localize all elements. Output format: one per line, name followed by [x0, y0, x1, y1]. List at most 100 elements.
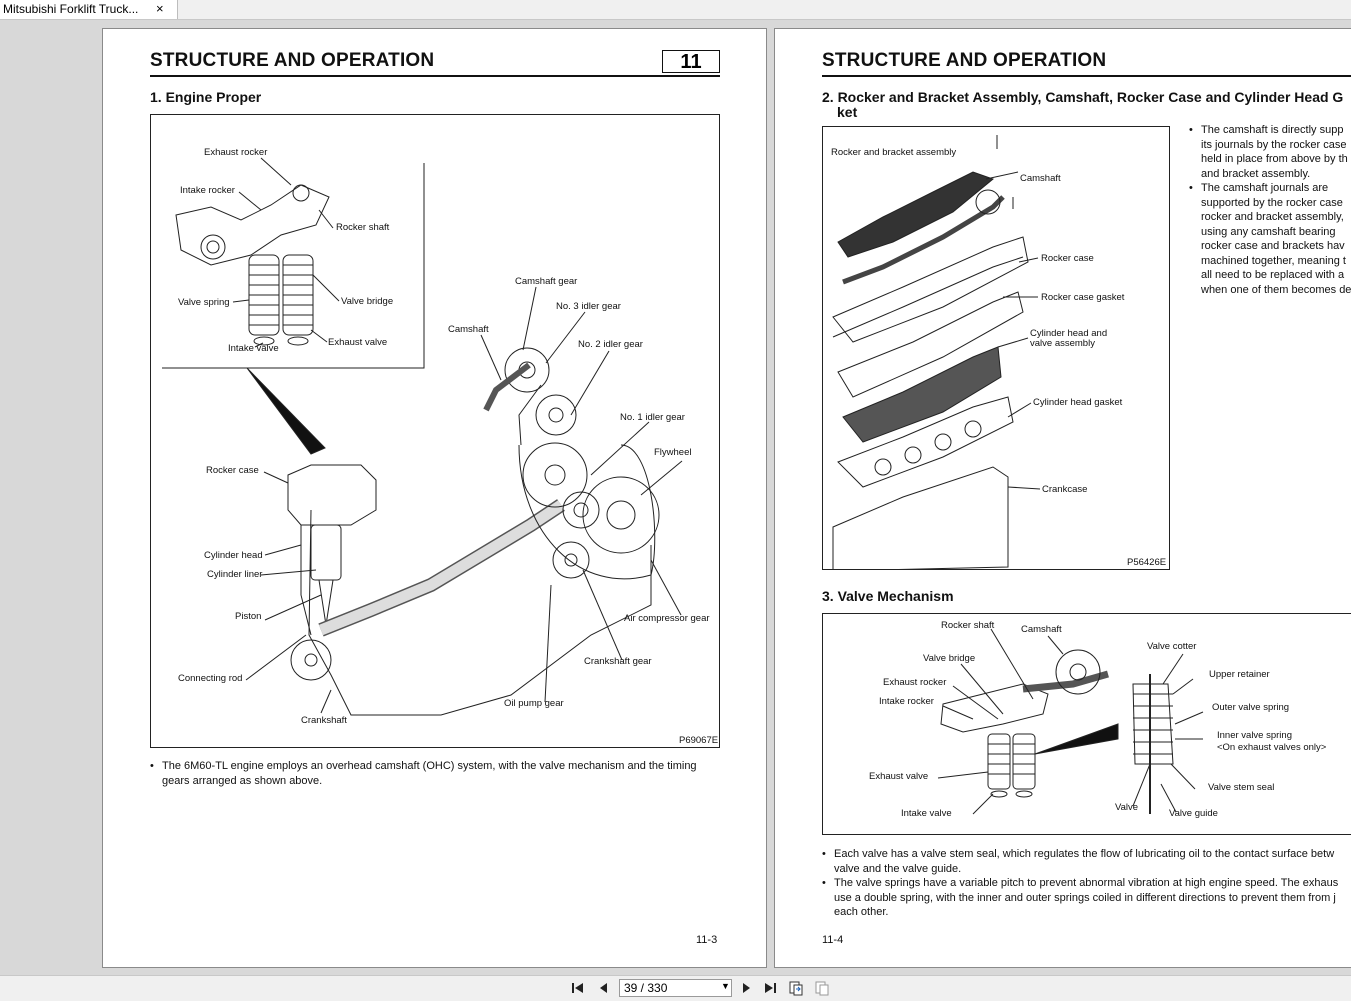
side-description: The camshaft is directly supp its journa…	[1189, 123, 1351, 297]
page-indicator: 39 / 330	[624, 981, 668, 995]
label-connecting-rod: Connecting rod	[178, 673, 243, 684]
label-rocker-case: Rocker case	[1041, 253, 1094, 264]
text-line: its journals by the rocker case	[1201, 138, 1347, 151]
label-camshaft: Camshaft	[448, 324, 489, 335]
label-valve: Valve	[1115, 802, 1139, 813]
figure-code: P69067E	[679, 735, 719, 746]
text-line: held in place from above by th	[1201, 153, 1348, 165]
label-piston: Piston	[235, 611, 262, 622]
label-intake-valve: Intake valve	[901, 808, 952, 819]
label-cylinder-liner: Cylinder liner	[207, 569, 263, 580]
previous-page-icon[interactable]	[596, 980, 612, 996]
label-oil-pump-gear: Oil pump gear	[504, 698, 564, 709]
description-text: The 6M60-TL engine employs an overhead c…	[150, 759, 720, 788]
label-crankcase: Crankcase	[1042, 484, 1088, 495]
section-heading-2: 2. Rocker and Bracket Assembly, Camshaft…	[822, 89, 1344, 105]
label-cylinder-head-valve-2: valve assembly	[1030, 338, 1095, 349]
page-title: STRUCTURE AND OPERATION	[822, 50, 1107, 71]
label-no1-idler-gear: No. 1 idler gear	[620, 412, 685, 423]
page-number: 11-3	[696, 934, 718, 946]
page-11-4: STRUCTURE AND OPERATION 2. Rocker and Br…	[774, 28, 1351, 968]
valve-bullet-1: Each valve has a valve stem seal, which …	[822, 847, 1351, 876]
label-camshaft: Camshaft	[1020, 173, 1061, 184]
label-no2-idler-gear: No. 2 idler gear	[578, 339, 643, 350]
text-line: use a double spring, with the inner and …	[834, 891, 1336, 904]
text-line: rocker case and brackets hav	[1201, 240, 1345, 252]
page-title: STRUCTURE AND OPERATION	[150, 50, 435, 71]
label-no3-idler-gear: No. 3 idler gear	[556, 301, 621, 312]
text-line: all need to be replaced with a	[1201, 269, 1345, 281]
label-exhaust-rocker: Exhaust rocker	[883, 677, 947, 688]
valve-description: Each valve has a valve stem seal, which …	[822, 847, 1351, 920]
label-intake-rocker: Intake rocker	[180, 185, 235, 196]
engine-proper-figure: Exhaust rocker Intake rocker Rocker shaf…	[150, 114, 720, 748]
label-cylinder-head: Cylinder head	[204, 550, 263, 561]
label-valve-guide: Valve guide	[1169, 808, 1218, 819]
label-upper-retainer: Upper retainer	[1209, 669, 1270, 680]
last-page-icon[interactable]	[762, 980, 778, 996]
label-outer-valve-spring: Outer valve spring	[1212, 702, 1290, 713]
tab-title: Mitsubishi Forklift Truck...	[3, 2, 139, 16]
text-line: The valve springs have a variable pitch …	[834, 877, 1339, 889]
label-camshaft-gear: Camshaft gear	[515, 276, 578, 287]
next-page-icon[interactable]	[738, 980, 754, 996]
text-line: each other.	[834, 906, 889, 918]
figure-code: P56426E	[1127, 557, 1167, 568]
text-line: and bracket assembly.	[1201, 167, 1311, 180]
label-intake-valve: Intake valve	[228, 343, 279, 354]
valve-bullet-2: The valve springs have a variable pitch …	[822, 876, 1351, 920]
label-valve-stem-seal: Valve stem seal	[1208, 782, 1275, 793]
page-number-select[interactable]: 39 / 330 ▼	[619, 979, 732, 997]
label-inner-valve-spring: Inner valve spring	[1217, 730, 1292, 741]
label-camshaft: Camshaft	[1021, 624, 1062, 635]
text-line: when one of them becomes de	[1201, 283, 1351, 296]
label-crankshaft-gear: Crankshaft gear	[584, 656, 652, 667]
label-rocker-case-gasket: Rocker case gasket	[1041, 292, 1125, 303]
label-flywheel: Flywheel	[654, 447, 692, 458]
valve-mechanism-illustration	[937, 628, 1204, 815]
rocker-assembly-figure: Rocker and bracket assembly Camshaft Roc…	[822, 126, 1170, 570]
first-page-icon[interactable]	[570, 980, 586, 996]
label-valve-spring: Valve spring	[178, 297, 230, 308]
text-line: Each valve has a valve stem seal, which …	[834, 848, 1335, 860]
text-line: machined together, meaning t	[1201, 254, 1346, 267]
document-viewer[interactable]: STRUCTURE AND OPERATION 11 1. Engine Pro…	[0, 20, 1351, 975]
document-tab[interactable]: Mitsubishi Forklift Truck... ×	[0, 0, 178, 19]
exploded-assembly-illustration	[832, 135, 1041, 569]
text-line: rocker and bracket assembly,	[1201, 211, 1344, 223]
page-number: 11-4	[822, 934, 844, 946]
engine-illustration	[162, 157, 683, 716]
section-heading-3: 3. Valve Mechanism	[822, 588, 954, 604]
label-cylinder-head-gasket: Cylinder head gasket	[1033, 397, 1123, 408]
text-line: The camshaft journals are	[1201, 182, 1329, 194]
label-exhaust-rocker: Exhaust rocker	[204, 147, 268, 158]
side-bullet-1: The camshaft is directly supp its journa…	[1189, 123, 1351, 181]
label-exhaust-valve: Exhaust valve	[328, 337, 388, 348]
label-cylinder-head-valve-1: Cylinder head and	[1030, 328, 1108, 339]
label-rocker-bracket-assembly: Rocker and bracket assembly	[831, 147, 957, 158]
go-back-view-icon[interactable]	[788, 980, 804, 996]
text-line: supported by the rocker case	[1201, 196, 1343, 209]
label-valve-cotter: Valve cotter	[1147, 641, 1197, 652]
label-exhaust-valve: Exhaust valve	[869, 771, 929, 782]
label-valve-bridge: Valve bridge	[341, 296, 394, 307]
text-line: The camshaft is directly supp	[1201, 124, 1344, 136]
valve-mechanism-figure: Rocker shaft Camshaft Valve cotter Valve…	[822, 613, 1351, 835]
bullet-item: The 6M60-TL engine employs an overhead c…	[150, 759, 720, 788]
page-11-3: STRUCTURE AND OPERATION 11 1. Engine Pro…	[102, 28, 767, 968]
text-line: using any camshaft bearing	[1201, 225, 1336, 238]
label-exhaust-only-note: <On exhaust valves only>	[1217, 742, 1327, 753]
section-heading-2-cont: ket	[837, 104, 858, 120]
navigation-toolbar: 39 / 330 ▼	[0, 975, 1351, 1001]
go-forward-view-icon[interactable]	[814, 980, 830, 996]
title-rule	[150, 75, 720, 77]
side-bullet-2: The camshaft journals are supported by t…	[1189, 181, 1351, 297]
label-intake-rocker: Intake rocker	[879, 696, 934, 707]
close-icon[interactable]: ×	[156, 1, 164, 16]
chevron-down-icon: ▼	[721, 981, 730, 991]
section-number-box: 11	[662, 50, 720, 73]
label-rocker-shaft: Rocker shaft	[336, 222, 390, 233]
tab-bar: Mitsubishi Forklift Truck... ×	[0, 0, 1351, 20]
label-crankshaft: Crankshaft	[301, 715, 347, 726]
label-air-compressor-gear: Air compressor gear	[624, 613, 710, 624]
